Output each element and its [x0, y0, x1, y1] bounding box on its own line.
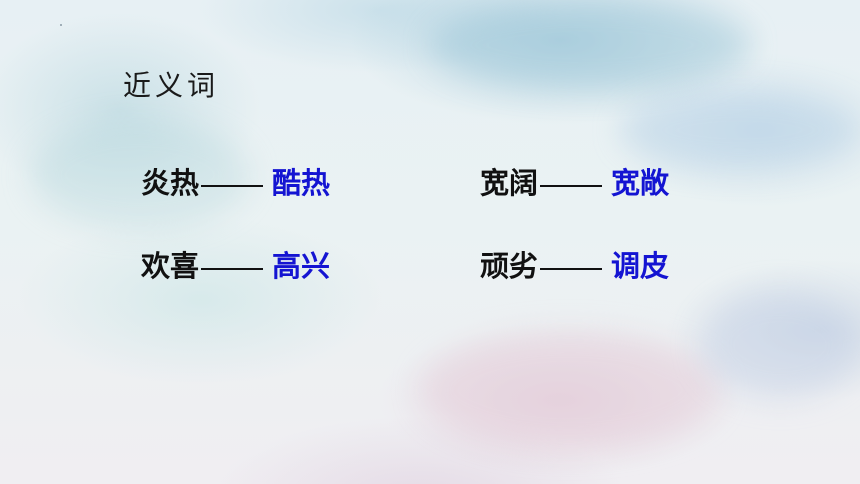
cloud-decoration — [700, 290, 860, 400]
em-dash — [201, 185, 264, 187]
pair-word: 宽阔 — [480, 166, 539, 200]
pair-answer: 酷热 — [272, 166, 331, 200]
synonym-pair-4: 顽劣 调皮 — [480, 246, 669, 286]
cloud-decoration — [430, 0, 750, 90]
cloud-decoration — [420, 330, 720, 450]
pair-word: 顽劣 — [480, 249, 539, 283]
pair-answer: 高兴 — [272, 249, 331, 283]
em-dash — [540, 185, 603, 187]
cloud-decoration — [30, 120, 250, 230]
pair-word: 欢喜 — [141, 249, 200, 283]
synonym-pair-3: 欢喜 高兴 — [141, 246, 330, 286]
em-dash — [201, 268, 264, 270]
pair-answer: 调皮 — [611, 249, 670, 283]
em-dash — [540, 268, 603, 270]
pair-word: 炎热 — [141, 166, 200, 200]
pair-answer: 宽敞 — [611, 166, 670, 200]
dot-decoration — [60, 24, 62, 26]
synonym-pair-1: 炎热 酷热 — [141, 163, 330, 203]
cloud-decoration — [620, 90, 860, 170]
synonym-pair-2: 宽阔 宽敞 — [480, 163, 669, 203]
slide-heading: 近义词 — [123, 69, 220, 102]
